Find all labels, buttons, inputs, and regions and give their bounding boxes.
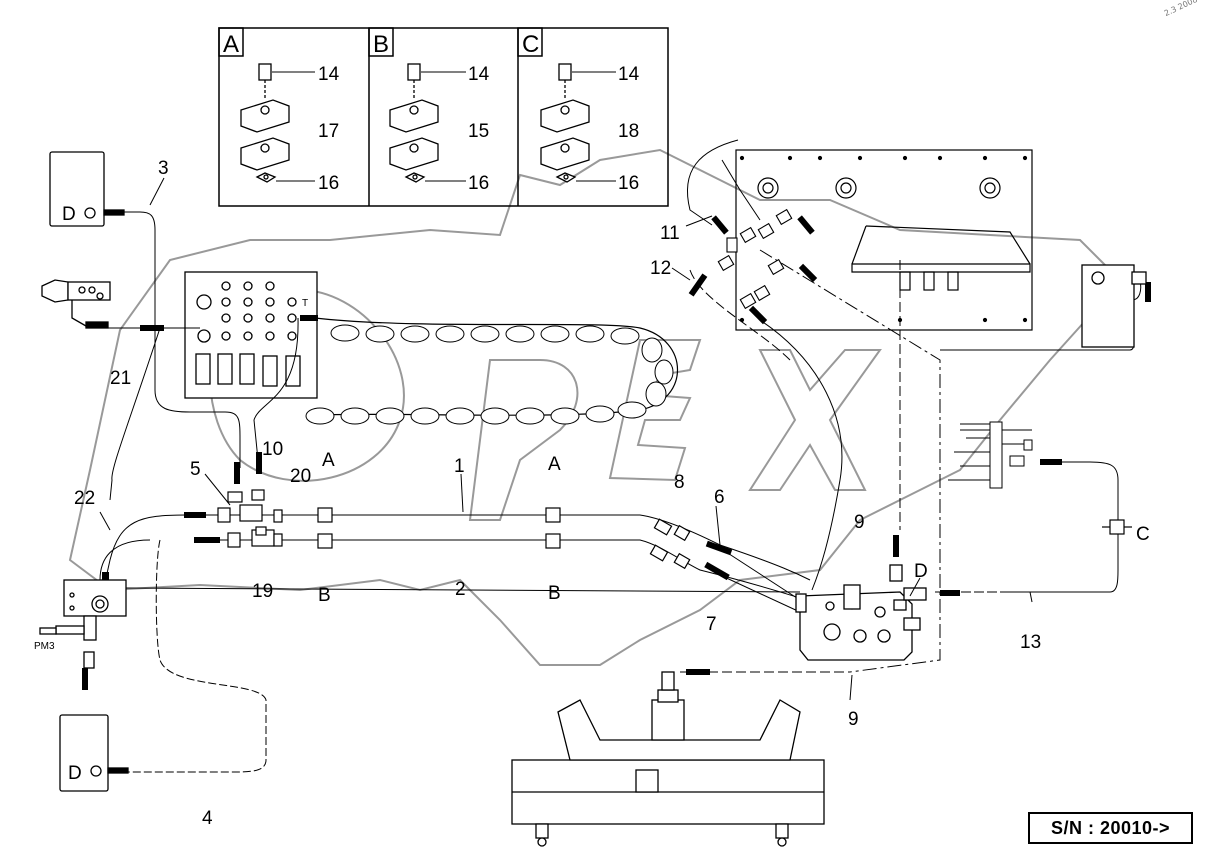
pump-block-top (49, 151, 125, 227)
callout-leaders (99, 177, 1033, 701)
detail-c-part-mid: 18 (618, 121, 639, 142)
opex-watermark-logo (68, 148, 1112, 666)
callout-3: 3 (158, 158, 169, 179)
diverter-valve-block (39, 579, 127, 669)
callout-1: 1 (454, 456, 465, 477)
lift-frame-cylinder (511, 671, 825, 847)
detail-a-part-top: 14 (318, 64, 340, 85)
cable-energy-chain (305, 317, 678, 425)
callout-2: 2 (455, 579, 466, 600)
detail-a-part-mid: 17 (318, 121, 339, 142)
callout-13: 13 (1020, 632, 1041, 653)
detail-a-part-bottom: 16 (318, 173, 339, 194)
hose-lines (99, 139, 1142, 773)
callout-21: 21 (110, 368, 131, 389)
tank-port-label: T (302, 298, 308, 309)
callout-10: 10 (262, 439, 283, 460)
detail-c-part-top: 14 (618, 64, 640, 85)
right-manifold (954, 421, 1033, 489)
detail-b-label: B (373, 31, 389, 58)
detail-leaders (272, 71, 616, 182)
detail-c-label: C (522, 31, 539, 58)
clamp-b-label-1: B (318, 585, 331, 606)
detail-b-part-bottom: 16 (468, 173, 489, 194)
pm3-label: PM3 (34, 641, 55, 652)
clamp-c (1102, 519, 1132, 535)
hose-end-fittings (82, 215, 1151, 690)
clamp-a-label-2: A (548, 454, 561, 475)
callout-22: 22 (74, 488, 95, 509)
main-control-valve (795, 564, 927, 661)
top-valve-fittings (717, 208, 793, 310)
detail-b-part-mid: 15 (468, 121, 489, 142)
pump-block-bottom-label: D (68, 763, 82, 784)
callout-12: 12 (650, 258, 671, 279)
clamp-detail-drawings (240, 63, 590, 183)
serial-number-box: S/N : 20010-> (1028, 812, 1193, 844)
pump-block-top-label: D (62, 204, 76, 225)
detail-b-part-top: 14 (468, 64, 490, 85)
detail-box-frame (218, 27, 669, 207)
callout-4: 4 (202, 808, 213, 829)
callout-5: 5 (190, 459, 201, 480)
callout-19: 19 (252, 581, 273, 602)
callout-8: 8 (674, 472, 685, 493)
frame-plate (735, 149, 1033, 331)
detail-c-part-bottom: 16 (618, 173, 639, 194)
clamp-b-label-2: B (548, 583, 561, 604)
pump-block-bottom (59, 714, 129, 792)
callout-9-upper: 9 (854, 512, 865, 533)
control-panel (184, 271, 318, 399)
clamp-c-label: C (1136, 524, 1150, 545)
callout-11: 11 (660, 223, 680, 244)
port-d-label: D (914, 561, 928, 582)
detail-a-label: A (223, 31, 239, 58)
quick-coupling-left (41, 279, 111, 329)
callout-9-lower: 9 (848, 709, 859, 730)
right-pump-block (1081, 264, 1147, 348)
clamp-a-label-1: A (322, 450, 335, 471)
callout-20: 20 (290, 466, 311, 487)
callout-7: 7 (706, 614, 717, 635)
callout-6: 6 (714, 487, 725, 508)
tee-fittings (217, 489, 691, 570)
